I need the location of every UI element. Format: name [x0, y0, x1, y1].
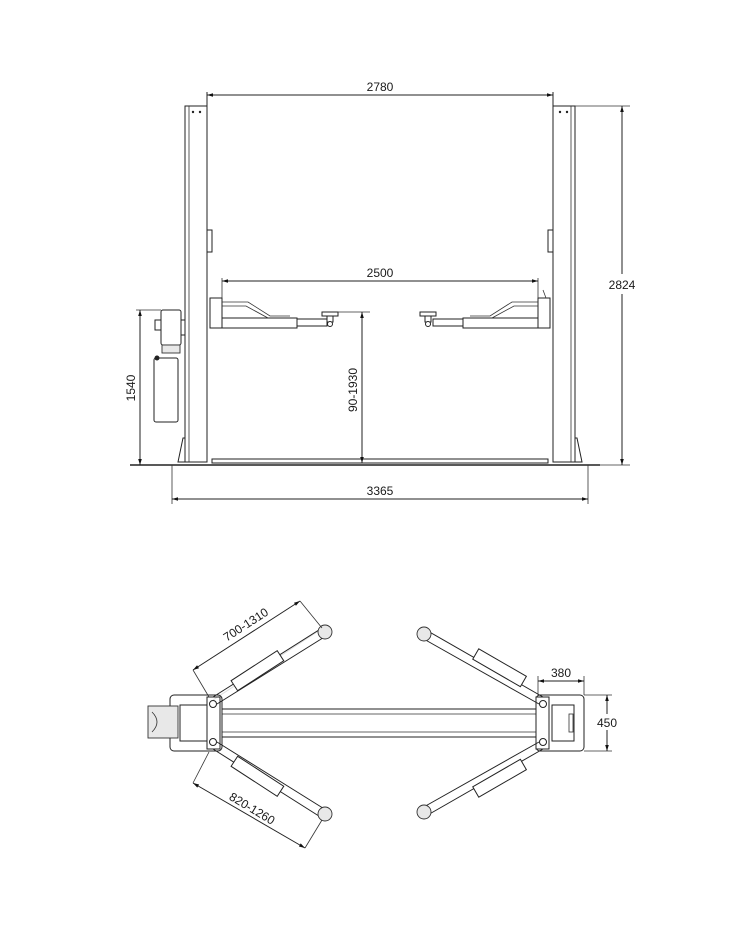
- arm-upper-right: [416, 626, 544, 705]
- dim-label-90-1930: 90-1930: [346, 368, 360, 412]
- dim-label-2824: 2824: [609, 278, 636, 292]
- right-lift-arm: [419, 289, 551, 329]
- dimension-380: 380: [537, 666, 585, 695]
- dimension-3365: 3365: [171, 465, 589, 504]
- arm-lower-left: [212, 741, 333, 822]
- dim-label-450: 450: [597, 716, 617, 730]
- left-column-base: [147, 694, 223, 752]
- dim-label-820-1260: 820-1260: [227, 790, 278, 828]
- dim-label-3365: 3365: [367, 484, 394, 498]
- dimension-2780: 2780: [206, 80, 554, 106]
- power-unit: [153, 309, 186, 423]
- dimension-1540: 1540: [124, 309, 161, 465]
- dimension-700-1310: 700-1310: [192, 600, 323, 698]
- top-view: 700-1310 820-1260 380 450: [147, 600, 617, 849]
- dim-label-2780: 2780: [367, 80, 394, 94]
- front-view: 2780 2500 2824 1540 90-1930: [124, 80, 636, 504]
- base-plate: [211, 458, 549, 464]
- base-beam: [221, 708, 537, 738]
- dim-label-1540: 1540: [124, 374, 138, 401]
- right-column-base: [535, 694, 585, 752]
- dimension-2500: 2500: [221, 266, 539, 298]
- arm-lower-right: [416, 741, 544, 820]
- left-lift-arm: [209, 297, 339, 329]
- left-column: [177, 105, 213, 463]
- dimension-2824: 2824: [575, 105, 636, 466]
- dimension-90-1930: 90-1930: [338, 311, 370, 463]
- dim-label-380: 380: [551, 666, 571, 680]
- dimension-820-1260: 820-1260: [192, 751, 323, 849]
- right-column: [547, 105, 583, 463]
- dimension-450: 450: [584, 694, 617, 752]
- dim-label-2500: 2500: [367, 266, 394, 280]
